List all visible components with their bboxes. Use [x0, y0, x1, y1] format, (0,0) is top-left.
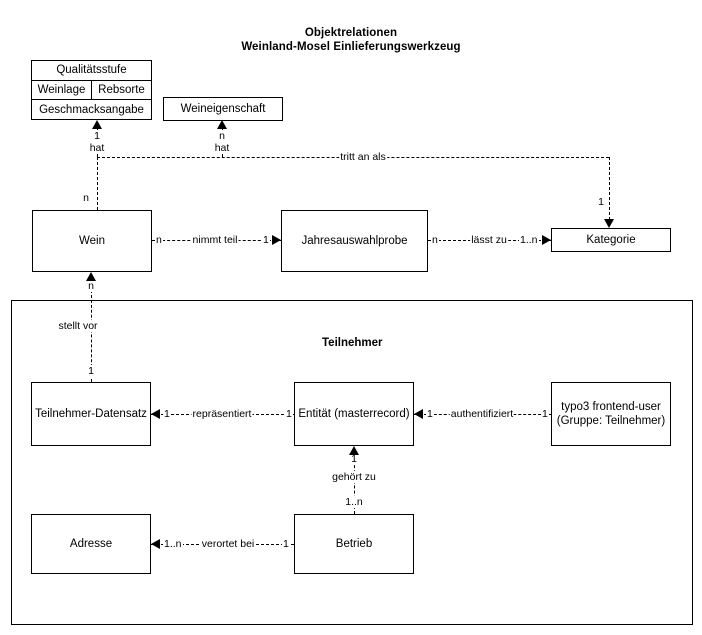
entity-weinlage: Weinlage: [32, 80, 92, 100]
cardinality-authentifiziert-target: 1: [426, 408, 434, 420]
cardinality-stellt-vor-source: 1: [87, 365, 95, 377]
arrowhead-up-weineigenschaft: [217, 120, 227, 129]
cardinality-hat-weineigenschaft-target: n: [218, 130, 226, 142]
entity-teilnehmer-datensatz: Teilnehmer-Datensatz: [31, 382, 151, 446]
entity-betrieb-label: Betrieb: [335, 538, 373, 550]
group-container-teilnehmer: [11, 300, 693, 625]
label-repraesentiert: repräsentiert: [191, 408, 253, 420]
entity-geschmacksangabe: Geschmacksangabe: [39, 103, 144, 116]
cardinality-stellt-vor-target: n: [87, 280, 95, 292]
entity-entitaet-label: Entität (masterrecord): [298, 408, 410, 420]
cardinality-laesst-zu-source: n: [431, 234, 439, 246]
label-verortet-bei: verortet bei: [200, 538, 256, 550]
label-laesst-zu: lässt zu: [470, 234, 508, 246]
cardinality-nimmt-teil-target: 1: [262, 234, 270, 246]
entity-rebsorte: Rebsorte: [98, 84, 145, 96]
entity-teilnehmer-datensatz-label: Teilnehmer-Datensatz: [35, 408, 147, 420]
arrowhead-down-kategorie: [604, 219, 614, 228]
entity-typo3-line2: (Gruppe: Teilnehmer): [556, 415, 666, 427]
arrowhead-right-jahresauswahlprobe: [272, 235, 281, 245]
entity-typo3-line1: typo3 frontend-user: [561, 401, 661, 413]
edge-teilnehmerdatensatz-wein: [91, 290, 92, 382]
arrowhead-left-teilnehmerdatensatz: [151, 409, 160, 419]
cardinality-hat-qualitaet-target: 1: [93, 130, 101, 142]
entity-weineigenschaft-label: Weineigenschaft: [180, 103, 266, 115]
stack-row-qualitaetsstufe: Qualitätsstufe: [32, 61, 151, 81]
label-nimmt-teil: nimmt teil: [191, 234, 239, 246]
stack-row-weinlage-rebsorte: Weinlage Rebsorte: [32, 80, 151, 101]
entity-entitaet-masterrecord: Entität (masterrecord): [294, 382, 414, 446]
entity-group-weineigenschaften: Qualitätsstufe Weinlage Rebsorte Geschma…: [31, 60, 152, 120]
cardinality-verortet-bei-target: 1..n: [163, 538, 183, 550]
label-authentifiziert: authentifiziert: [449, 408, 515, 420]
label-gehoert-zu: gehört zu: [331, 471, 377, 483]
cardinality-hat-qualitaet-source: n: [82, 192, 90, 204]
label-hat-weineigenschaft: hat: [213, 142, 231, 154]
arrowhead-left-adresse: [151, 539, 160, 549]
entity-kategorie-label: Kategorie: [586, 234, 636, 246]
arrowhead-up-entitaet: [349, 446, 359, 455]
edge-betrieb-entitaet: [354, 455, 355, 514]
cardinality-verortet-bei-source: 1: [282, 538, 290, 550]
entity-jahresauswahlprobe: Jahresauswahlprobe: [281, 210, 428, 272]
entity-adresse: Adresse: [31, 514, 151, 574]
cardinality-authentifiziert-source: 1: [541, 408, 549, 420]
entity-qualitaetsstufe: Qualitätsstufe: [56, 64, 127, 77]
entity-jahresauswahlprobe-label: Jahresauswahlprobe: [301, 235, 408, 247]
cardinality-nimmt-teil-source: n: [155, 234, 163, 246]
cardinality-gehoert-zu-source: 1..n: [344, 496, 364, 508]
stack-row-geschmacksangabe: Geschmacksangabe: [32, 100, 151, 119]
entity-wein: Wein: [32, 210, 152, 272]
arrowhead-right-kategorie: [542, 235, 551, 245]
diagram-title-line2: Weinland-Mosel Einlieferungswerkzeug: [241, 41, 461, 53]
entity-adresse-label: Adresse: [69, 538, 113, 550]
arrowhead-up-geschmacksangabe: [92, 120, 102, 129]
entity-betrieb: Betrieb: [294, 514, 414, 574]
cardinality-tritt-an-als-target: 1: [597, 196, 605, 208]
arrowhead-left-entitaet: [414, 409, 423, 419]
diagram-title-line1: Objektrelationen: [304, 27, 398, 39]
cardinality-laesst-zu-target: 1..n: [519, 234, 539, 246]
label-hat-qualitaet: hat: [88, 142, 106, 154]
cardinality-repraesentiert-source: 1: [285, 408, 293, 420]
entity-typo3-frontend-user: typo3 frontend-user (Gruppe: Teilnehmer): [551, 382, 671, 446]
arrowhead-up-wein: [86, 272, 96, 281]
cardinality-gehoert-zu-target: 1: [350, 453, 358, 465]
entity-wein-label: Wein: [79, 235, 105, 247]
entity-kategorie: Kategorie: [551, 228, 671, 252]
edge-bus-to-kategorie: [609, 157, 610, 220]
label-tritt-an-als: tritt an als: [339, 151, 387, 163]
edge-wein-to-bus: [97, 157, 98, 210]
label-stellt-vor: stellt vor: [57, 320, 99, 332]
entity-weineigenschaft: Weineigenschaft: [163, 97, 283, 121]
group-title-teilnehmer: Teilnehmer: [322, 337, 383, 349]
cardinality-repraesentiert-target: 1: [163, 408, 171, 420]
